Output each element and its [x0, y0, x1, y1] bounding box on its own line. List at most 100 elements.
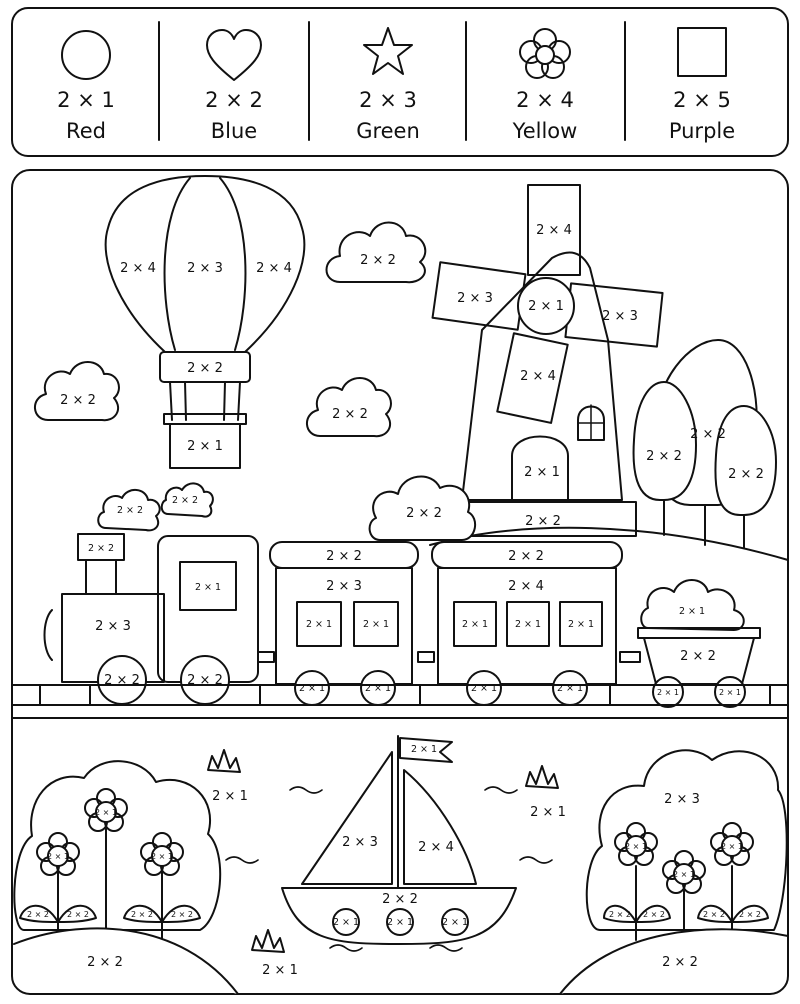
bush: [13, 760, 222, 931]
region-label: 2 × 2: [27, 910, 49, 919]
boat-hull: [281, 887, 517, 945]
region-label: 2 × 2: [646, 449, 682, 464]
region-label: 2 × 1: [442, 917, 468, 928]
region-label: 2 × 1: [151, 852, 173, 861]
cart-load: [640, 579, 745, 631]
region-label: 2 × 4: [520, 369, 556, 384]
bush-right: [585, 749, 788, 941]
coupler: [619, 651, 641, 663]
region-label: 2 × 2: [88, 543, 114, 554]
region-label: 2 × 1: [530, 805, 566, 820]
region-label: 2 × 1: [411, 744, 437, 755]
balloon-band: [159, 351, 251, 383]
sail-left: [301, 751, 393, 885]
region-label: 2 × 1: [333, 917, 359, 928]
region-label: 2 × 1: [187, 439, 223, 454]
region-label: 2 × 1: [515, 619, 541, 630]
balloon-basket: [169, 423, 241, 469]
car-window: [506, 601, 550, 647]
flower: [140, 832, 184, 876]
region-label: 2 × 4: [256, 261, 292, 276]
railway-track: [11, 684, 789, 706]
region-label: 2 × 1: [721, 842, 743, 851]
region-label: 2 × 3: [95, 619, 131, 634]
region-label: 2 × 1: [462, 619, 488, 630]
region-label: 2 × 2: [609, 910, 631, 919]
engine-window: [179, 561, 237, 611]
star-icon: [363, 27, 413, 75]
region-label: 2 × 3: [187, 261, 223, 276]
leaf: [57, 904, 97, 923]
region-label: 2 × 1: [524, 465, 560, 480]
flower: [614, 822, 658, 866]
region-label: 2 × 1: [657, 688, 679, 697]
legend-equation: 2 × 5: [673, 88, 731, 112]
flower: [84, 788, 128, 832]
region-label: 2 × 2: [60, 393, 96, 408]
heart-icon: [206, 29, 262, 81]
porthole: [386, 908, 414, 936]
circle-icon: [61, 30, 111, 80]
legend-color-name: Red: [66, 119, 106, 143]
leaf: [635, 904, 671, 923]
region-label: 2 × 2: [171, 910, 193, 919]
region-label: 2 × 3: [326, 579, 362, 594]
coupler: [257, 651, 275, 663]
region-label: 2 × 2: [117, 505, 143, 516]
leaf: [731, 904, 769, 923]
region-label: 2 × 3: [342, 835, 378, 850]
region-label: 2 × 2: [728, 467, 764, 482]
region-label: 2 × 2: [104, 673, 140, 688]
hot-air-balloon: [104, 175, 306, 469]
region-label: 2 × 2: [332, 407, 368, 422]
region-label: 2 × 2: [187, 361, 223, 376]
region-label: 2 × 2: [662, 955, 698, 970]
legend-color-name: Purple: [669, 119, 735, 143]
bush: [368, 475, 477, 541]
cloud: [325, 221, 427, 284]
region-label: 2 × 1: [625, 842, 647, 851]
region-label: 2 × 1: [568, 619, 594, 630]
region-label: 2 × 1: [387, 917, 413, 928]
windmill-blade-top: [527, 184, 581, 276]
sail-right: [403, 769, 477, 885]
region-label: 2 × 2: [360, 253, 396, 268]
region-label: 2 × 2: [87, 955, 123, 970]
region-label: 2 × 1: [673, 870, 695, 879]
windmill-hub: [517, 277, 575, 335]
square-icon: [677, 27, 727, 77]
basket-rim: [163, 413, 247, 425]
legend-equation: 2 × 1: [57, 88, 115, 112]
region-label: 2 × 1: [262, 963, 298, 978]
region-label: 2 × 2: [406, 506, 442, 521]
region-label: 2 × 3: [457, 291, 493, 306]
region-label: 2 × 1: [363, 619, 389, 630]
smoke-puff: [97, 489, 161, 532]
cloud: [34, 361, 120, 422]
region-label: 2 × 2: [172, 495, 198, 506]
region-label: 2 × 2: [703, 910, 725, 919]
region-label: 2 × 2: [131, 910, 153, 919]
grass-tuft: [207, 749, 241, 773]
leaf: [603, 904, 637, 923]
legend-equation: 2 × 2: [205, 88, 263, 112]
region-label: 2 × 2: [739, 910, 761, 919]
car-window: [559, 601, 603, 647]
bush: [585, 749, 788, 931]
region-label: 2 × 2: [680, 649, 716, 664]
water-ripples: [225, 786, 553, 952]
flower: [36, 832, 80, 876]
balloon-seam: [219, 177, 247, 351]
flower: [710, 822, 754, 866]
engine-nose: [43, 609, 53, 661]
windmill-blade-bottom: [496, 332, 569, 424]
region-label: 2 × 2: [525, 514, 561, 529]
flower: [662, 850, 706, 894]
car-window: [296, 601, 342, 647]
region-label: 2 × 1: [528, 299, 564, 314]
legend-color-name: Green: [356, 119, 420, 143]
region-label: 2 × 1: [95, 808, 117, 817]
region-label: 2 × 2: [690, 427, 726, 442]
